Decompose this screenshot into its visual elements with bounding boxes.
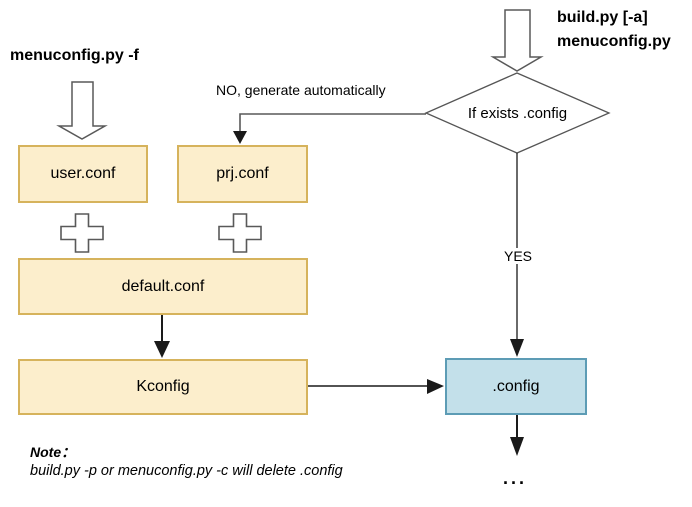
node-user-conf: user.conf xyxy=(18,145,148,203)
hollow-down-arrow-left-icon xyxy=(56,81,108,140)
decision-label: If exists .config xyxy=(467,104,568,122)
connector-yes-branch-arrowhead xyxy=(510,339,524,357)
connector-default-to-kconfig-arrowhead xyxy=(154,341,170,358)
right-command-line1: build.py [-a] xyxy=(557,9,648,26)
note-title: Note： xyxy=(30,444,76,460)
connector-kconfig-to-config-arrowhead xyxy=(427,379,444,394)
connector-no-branch xyxy=(239,113,426,132)
plus-icon-right xyxy=(218,213,262,253)
connector-no-branch-arrowhead xyxy=(233,131,247,144)
connector-config-to-ellipsis-arrowhead xyxy=(510,437,524,456)
node-dot-config: .config xyxy=(445,358,587,415)
left-command-label: menuconfig.py -f xyxy=(10,47,139,64)
plus-icon-left xyxy=(60,213,104,253)
note-body: build.py -p or menuconfig.py -c will del… xyxy=(30,463,343,479)
node-kconfig: Kconfig xyxy=(18,359,308,415)
no-branch-label: NO, generate automatically xyxy=(216,82,386,98)
node-prj-conf: prj.conf xyxy=(177,145,308,203)
right-command-label: build.py [-a] menuconfig.py xyxy=(557,6,671,54)
node-default-conf: default.conf xyxy=(18,258,308,315)
hollow-down-arrow-right-icon xyxy=(490,9,544,72)
yes-branch-label: YES xyxy=(501,248,536,264)
right-command-line2: menuconfig.py xyxy=(557,33,671,50)
ellipsis-label: ... xyxy=(503,468,528,488)
